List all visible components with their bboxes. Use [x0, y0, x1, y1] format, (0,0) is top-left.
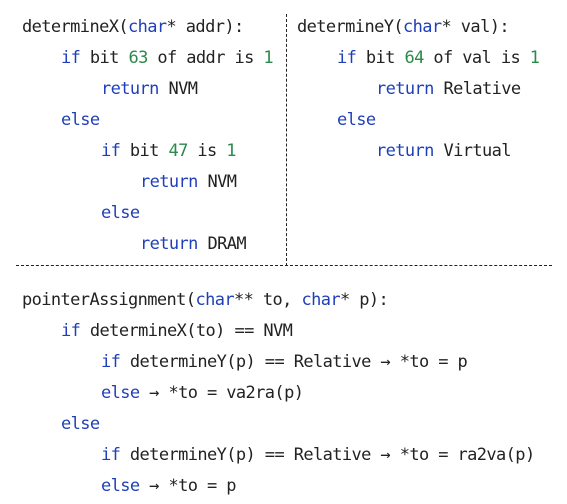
param-text: * p):: [339, 290, 389, 310]
keyword: else: [61, 110, 100, 130]
keyword: else: [101, 203, 140, 223]
code-text: bit: [80, 48, 129, 68]
determiney-line-1: if bit 64 of val is 1: [337, 47, 540, 69]
pointerassignment-line-6: else → *to = p: [101, 475, 237, 497]
param-text: ** to,: [233, 290, 302, 310]
code-text: NVM: [197, 172, 237, 192]
code-text: → *to = p: [139, 476, 236, 496]
code-text: determineX(to) == NVM: [80, 321, 293, 341]
function-name: determineY(: [297, 17, 404, 37]
determinex-line-6: else: [101, 202, 140, 224]
function-name: determineX(: [22, 17, 129, 37]
pointerassignment-line-4: else: [61, 413, 100, 435]
keyword: else: [337, 110, 376, 130]
number: 1: [226, 141, 236, 161]
keyword: return: [140, 234, 198, 254]
pointerassignment-line-3: else → *to = va2ra(p): [101, 382, 304, 404]
code-text: NVM: [158, 79, 198, 99]
code-text: determineY(p) == Relative → *to = ra2va(…: [120, 445, 535, 465]
code-text: → *to = va2ra(p): [139, 383, 304, 403]
determiney-line-4: return Virtual: [376, 140, 512, 162]
number: 1: [263, 48, 274, 68]
determinex-line-4: if bit 47 is 1: [101, 140, 237, 162]
keyword: if: [101, 445, 121, 465]
keyword: else: [101, 476, 140, 496]
vertical-divider: [286, 14, 287, 266]
keyword: if: [101, 141, 121, 161]
function-name: pointerAssignment(: [22, 290, 196, 310]
horizontal-divider: [16, 265, 552, 266]
keyword: if: [337, 48, 357, 68]
determiney-line-3: else: [337, 109, 376, 131]
number: 63: [128, 48, 148, 68]
pointerassignment-signature: pointerAssignment(char** to, char* p):: [22, 289, 389, 311]
keyword: else: [61, 414, 100, 434]
determiney-line-2: return Relative: [376, 78, 521, 100]
code-text: DRAM: [197, 234, 246, 254]
keyword: return: [101, 79, 159, 99]
keyword: if: [61, 48, 81, 68]
code-text: is: [187, 141, 227, 161]
code-text: bit: [120, 141, 169, 161]
determinex-line-2: return NVM: [101, 78, 198, 100]
keyword: return: [140, 172, 198, 192]
code-text: Relative: [433, 79, 521, 99]
code-text: of addr is: [147, 48, 264, 68]
pointerassignment-line-1: if determineX(to) == NVM: [61, 320, 293, 342]
number: 64: [404, 48, 424, 68]
keyword: if: [101, 352, 121, 372]
code-text: bit: [356, 48, 405, 68]
type-keyword: char: [127, 17, 167, 37]
code-text: Virtual: [433, 141, 511, 161]
keyword: return: [376, 141, 434, 161]
determinex-line-3: else: [61, 109, 100, 131]
determiney-signature: determineY(char* val):: [297, 16, 510, 38]
determinex-line-7: return DRAM: [140, 233, 247, 255]
number: 47: [168, 141, 188, 161]
keyword: if: [61, 321, 81, 341]
type-keyword: char: [301, 290, 340, 310]
keyword: else: [101, 383, 140, 403]
determinex-line-5: return NVM: [140, 171, 237, 193]
param-text: * addr):: [166, 17, 245, 37]
code-text: of val is: [423, 48, 530, 68]
number: 1: [529, 48, 540, 68]
determinex-signature: determineX(char* addr):: [22, 16, 244, 38]
type-keyword: char: [402, 17, 442, 37]
determinex-line-1: if bit 63 of addr is 1: [61, 47, 274, 69]
pointerassignment-line-2: if determineY(p) == Relative → *to = p: [101, 351, 468, 373]
type-keyword: char: [195, 290, 234, 310]
code-text: determineY(p) == Relative → *to = p: [120, 352, 468, 372]
param-text: * val):: [441, 17, 510, 37]
keyword: return: [376, 79, 434, 99]
pointerassignment-line-5: if determineY(p) == Relative → *to = ra2…: [101, 444, 535, 466]
